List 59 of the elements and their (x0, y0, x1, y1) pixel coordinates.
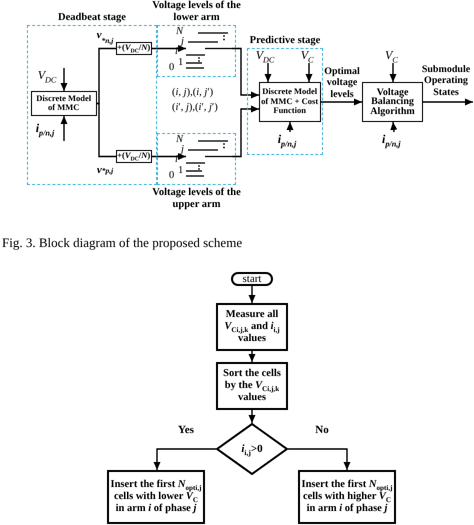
arrow (60, 68, 68, 91)
process-box: Discrete Model of MMC + Cost Function (258, 82, 321, 122)
level-label: 0 (169, 62, 174, 73)
signal-label: i$_{p/n,j}$ (278, 132, 302, 152)
level-label: j (181, 36, 184, 47)
start-terminal: start (231, 272, 273, 286)
process-box: Insert the first N$_{opti,j}$ cells with lower V$_{C}$ in arm i of phase j (107, 470, 205, 524)
arrow (390, 63, 396, 82)
stage-heading: Predictive stage (248, 34, 322, 46)
arrow (264, 63, 272, 82)
level-label: j (181, 144, 184, 155)
process-box: Voltage Balancing Algorithm (362, 82, 423, 122)
edge-label: Optimal voltage levels (323, 64, 361, 100)
process-box: Measure all V$_{Ci,j,k}$ and i$_{i,j}$ values (216, 303, 288, 351)
level-label: 1 (178, 57, 184, 68)
process-box: Sort the cells by the V$_{Ci,j,k}$ values (216, 362, 288, 410)
signal-label: V$_{DC}$ (256, 48, 280, 63)
figure-caption: Fig. 3. Block diagram of the proposed scheme (2, 235, 242, 250)
level-label: (i, j),(i, j′) (172, 87, 214, 98)
signal-label: V$_{DC}$ (38, 68, 64, 86)
level-label: i (175, 46, 178, 57)
process-box: Insert the first N$_{opti,j}$ cells with higher V$_{C}$ in arm i of phase j (298, 470, 396, 524)
edge-label: No (314, 424, 330, 437)
arrow (390, 122, 398, 132)
arrow (248, 410, 256, 423)
level-label: i (175, 154, 178, 165)
level-label: N (176, 134, 184, 145)
arrow (154, 448, 216, 470)
process-box: Discrete Model of MMC (30, 90, 97, 116)
arrow (152, 45, 186, 52)
arrow (306, 63, 312, 82)
stage-heading: Deadbeat stage (57, 12, 127, 23)
arrow (152, 153, 186, 160)
stage-heading: Voltage levels of the upper arm (151, 187, 242, 210)
arrow (423, 98, 473, 106)
gain-box: +(V$_{DC}$/N) (116, 150, 152, 163)
signal-label: V$_{C}$ (385, 48, 401, 63)
edge-label: Submodule Operating States (420, 62, 472, 98)
stage-heading: Voltage levels of the lower arm (151, 0, 242, 23)
connector-line (97, 102, 116, 158)
arrow (248, 351, 256, 362)
edge-label: Yes (177, 424, 195, 437)
arrow (288, 448, 350, 470)
arrow (232, 48, 259, 98)
arrow (60, 116, 68, 141)
signal-label: i$_{p/n,j}$ (36, 120, 64, 141)
level-label: N (176, 26, 184, 37)
decision-diamond: i$_{i,j}$>0 (216, 423, 288, 475)
connector-line (97, 48, 116, 104)
arrow (321, 98, 362, 106)
gain-box: +(V$_{DC}$/N) (116, 42, 152, 55)
level-label: 1 (178, 165, 184, 176)
arrow (286, 122, 294, 132)
level-label: 0 (169, 170, 174, 181)
signal-label: V$_{C}$ (300, 48, 317, 63)
arrow (232, 106, 259, 158)
level-label: (i′, j),(i′, j′) (172, 102, 218, 113)
arrow (248, 286, 256, 303)
signal-label: i$_{p/n,j}$ (382, 132, 406, 152)
